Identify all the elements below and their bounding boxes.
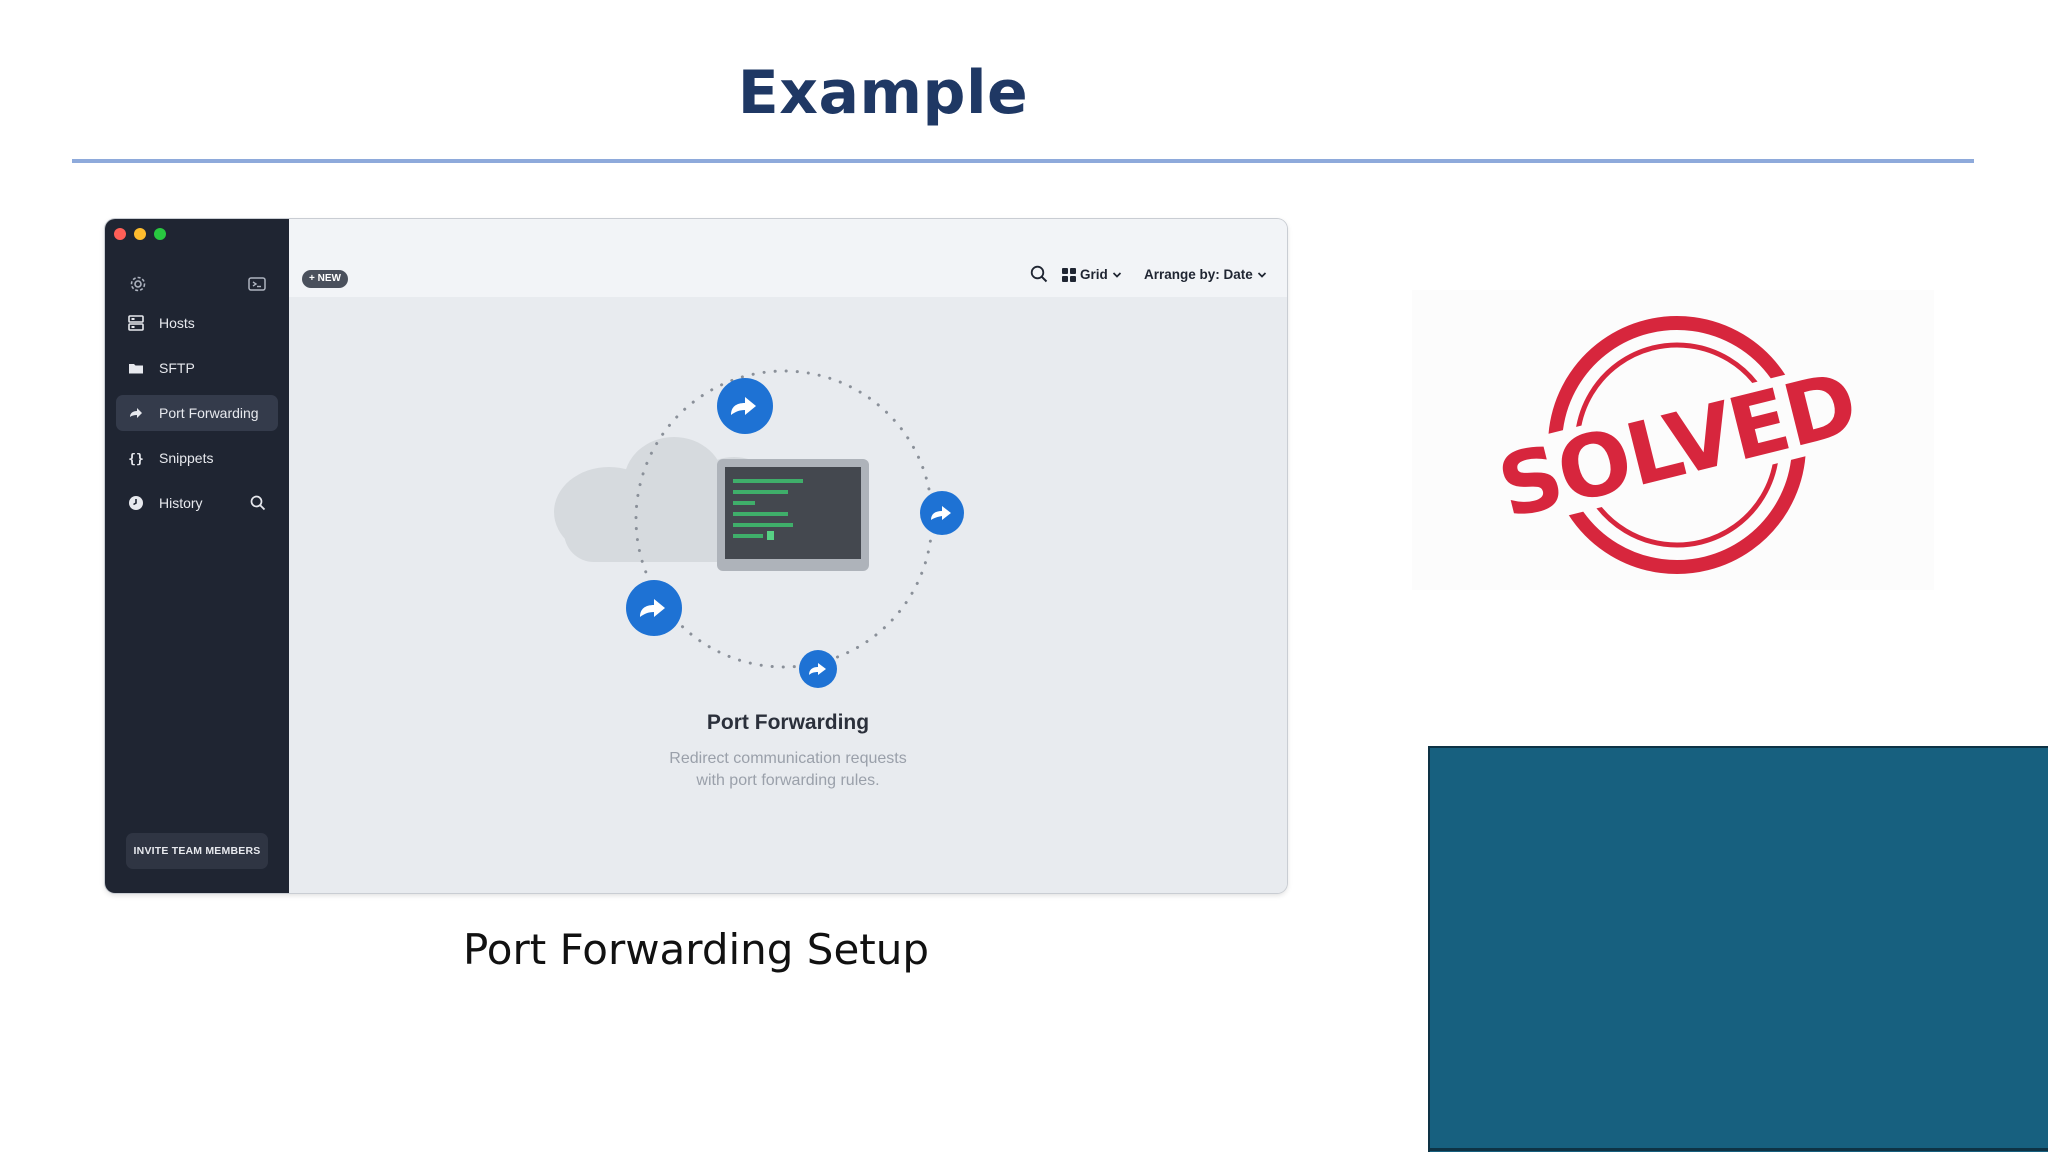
forward-badge-icon (920, 491, 964, 535)
sidebar-item-label: Port Forwarding (159, 405, 259, 421)
empty-state-description: Redirect communication requests with por… (289, 748, 1287, 792)
clock-icon (129, 496, 143, 510)
search-icon[interactable] (249, 494, 267, 512)
forward-badge-icon (626, 580, 682, 636)
view-mode-dropdown[interactable]: Grid (1062, 267, 1122, 282)
sidebar-item-hosts[interactable]: Hosts (116, 305, 278, 341)
sidebar-item-label: Hosts (159, 315, 195, 331)
app-window: Hosts SFTP Port Forwarding {} Snippets (105, 219, 1287, 893)
hosts-icon (128, 315, 144, 331)
new-button[interactable]: + NEW (302, 270, 348, 288)
invite-team-members-button[interactable]: INVITE TEAM MEMBERS (126, 833, 268, 869)
title-divider (72, 159, 1974, 163)
forward-arrow-icon (130, 408, 142, 418)
sidebar-item-sftp[interactable]: SFTP (116, 350, 278, 386)
sidebar-item-label: History (159, 495, 203, 511)
sidebar-item-label: SFTP (159, 360, 195, 376)
screenshot-caption: Port Forwarding Setup (462, 925, 930, 974)
sidebar: Hosts SFTP Port Forwarding {} Snippets (105, 219, 289, 893)
braces-icon: {} (128, 452, 144, 467)
blue-panel (1428, 746, 2048, 1152)
port-forwarding-illustration (554, 369, 964, 688)
sidebar-item-label: Snippets (159, 450, 214, 466)
window-zoom-button[interactable] (154, 228, 166, 240)
empty-state-title: Port Forwarding (706, 711, 870, 734)
sidebar-item-snippets[interactable]: {} Snippets (116, 440, 278, 476)
main-content: + NEW Grid Arrange by: Date (289, 219, 1287, 893)
empty-state-description-line: Redirect communication requests (669, 750, 907, 767)
grid-icon (1062, 267, 1076, 282)
window-minimize-button[interactable] (134, 228, 146, 240)
gear-icon[interactable] (128, 274, 148, 294)
chevron-down-icon (1257, 271, 1266, 278)
search-icon[interactable] (1029, 264, 1049, 284)
folder-icon (129, 364, 143, 374)
blue-panel-border (1428, 1148, 2048, 1151)
svg-text:{}: {} (128, 452, 144, 467)
forward-badge-icon (717, 378, 773, 434)
arrange-by-label: Arrange by: Date (1144, 267, 1253, 282)
empty-state-description-line: with port forwarding rules. (696, 772, 880, 789)
terminal-screen-icon (717, 459, 869, 571)
solved-stamp-image: SOLVED (1412, 290, 1934, 590)
view-mode-label: Grid (1080, 267, 1108, 282)
sidebar-item-port-forwarding[interactable]: Port Forwarding (116, 395, 278, 431)
window-close-button[interactable] (114, 228, 126, 240)
chevron-down-icon (1112, 271, 1121, 278)
terminal-icon[interactable] (247, 274, 267, 294)
slide-title: Example (737, 58, 1029, 128)
arrange-by-dropdown[interactable]: Arrange by: Date (1144, 267, 1267, 282)
forward-badge-icon (799, 650, 837, 688)
sidebar-item-history[interactable]: History (116, 485, 278, 521)
stamp-icon: SOLVED (1489, 316, 1865, 574)
svg-text:SOLVED: SOLVED (1489, 354, 1865, 539)
toolbar: + NEW Grid Arrange by: Date (289, 219, 1287, 297)
